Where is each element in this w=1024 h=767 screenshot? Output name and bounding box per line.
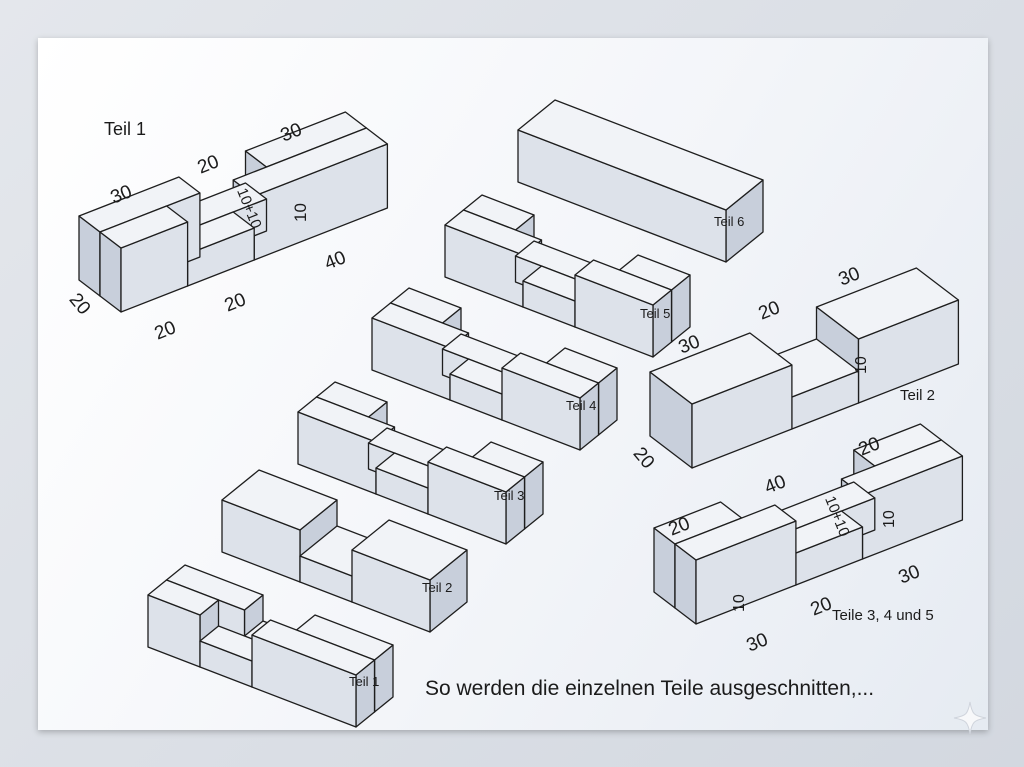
piece-teil3 — [297, 381, 544, 545]
piece-label-teil6: Teil 6 — [714, 214, 745, 229]
top-face — [351, 519, 468, 581]
detail-teil2 — [649, 267, 960, 469]
top-face — [815, 267, 960, 340]
caption: So werden die einzelnen Teile ausgeschni… — [425, 677, 875, 700]
top-face — [165, 564, 264, 611]
piece-teil5 — [444, 194, 691, 358]
top-face — [427, 446, 526, 493]
detail-title-teil345: Teile 3, 4 und 5 — [832, 607, 934, 624]
top-face — [251, 619, 376, 676]
piece-teil1 — [147, 564, 394, 728]
dimension-label: 10 — [881, 510, 898, 528]
detail-title-teil2: Teil 2 — [900, 387, 936, 404]
dimension-label: 10 — [291, 203, 310, 222]
piece-teil4 — [371, 287, 618, 451]
detail-teil345 — [653, 423, 964, 625]
top-face — [649, 332, 793, 405]
piece-teil2 — [221, 469, 468, 633]
dimension-label: 10 — [731, 594, 748, 612]
dimension-label: 10 — [853, 356, 870, 374]
top-face — [501, 352, 600, 399]
sparkle-icon — [953, 701, 987, 735]
top-face — [99, 205, 189, 249]
top-face — [674, 504, 797, 561]
detail-title-teil1: Teil 1 — [104, 119, 147, 139]
piece-teil6 — [517, 99, 764, 263]
top-face — [221, 469, 338, 531]
piece-label-teil5: Teil 5 — [640, 306, 671, 321]
piece-label-teil3: Teil 3 — [494, 488, 525, 503]
piece-label-teil1: Teil 1 — [349, 674, 380, 689]
top-face — [78, 176, 201, 233]
top-face — [574, 259, 673, 306]
piece-label-teil2: Teil 2 — [422, 580, 453, 595]
detail-teil1 — [78, 111, 389, 313]
piece-label-teil4: Teil 4 — [566, 398, 597, 413]
top-face — [147, 579, 220, 616]
top-face — [517, 99, 764, 211]
